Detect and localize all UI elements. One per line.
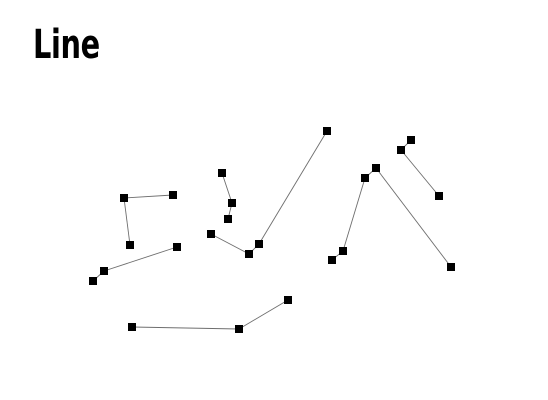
point-marker (126, 241, 134, 249)
point-marker (224, 215, 232, 223)
point-marker (100, 267, 108, 275)
segment (103, 246, 178, 272)
point-marker (228, 199, 236, 207)
segment (342, 177, 366, 252)
markers (89, 127, 455, 333)
point-marker (435, 192, 443, 200)
segment (400, 149, 440, 197)
point-marker (339, 247, 347, 255)
segment (238, 299, 289, 330)
point-marker (235, 325, 243, 333)
point-marker (255, 240, 263, 248)
point-marker (397, 146, 405, 154)
segment (221, 172, 233, 204)
point-marker (361, 174, 369, 182)
segments (92, 130, 452, 330)
point-marker (169, 191, 177, 199)
segment (131, 326, 240, 330)
point-marker (372, 164, 380, 172)
point-marker (447, 263, 455, 271)
point-marker (207, 230, 215, 238)
point-marker (328, 256, 336, 264)
segment (123, 194, 174, 199)
segment (375, 167, 452, 268)
segment (258, 130, 328, 245)
point-marker (323, 127, 331, 135)
segment (123, 197, 131, 246)
point-marker (173, 243, 181, 251)
segment (210, 233, 250, 255)
point-marker (245, 250, 253, 258)
point-marker (120, 194, 128, 202)
point-marker (218, 169, 226, 177)
point-marker (284, 296, 292, 304)
point-marker (128, 323, 136, 331)
point-marker (407, 136, 415, 144)
page-title: Line (33, 22, 100, 68)
point-marker (89, 277, 97, 285)
